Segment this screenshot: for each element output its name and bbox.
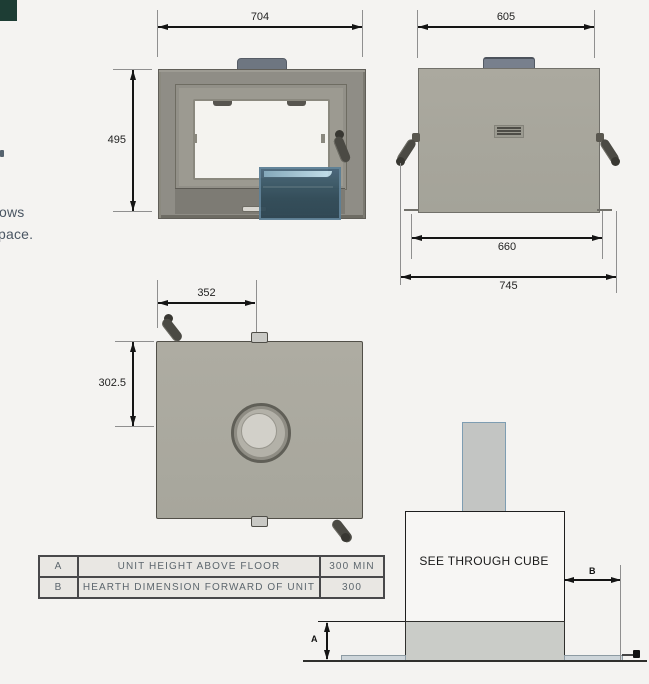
dim-front-width: 704 (250, 11, 270, 23)
extension-line (115, 426, 154, 427)
dim-rear-overall-width: 745 (499, 280, 518, 292)
dim-b-label: B (589, 566, 596, 576)
extension-line (602, 211, 603, 259)
door-glass (193, 99, 330, 180)
floor-end-dash (622, 654, 633, 656)
glass-latch (213, 101, 232, 106)
arrowhead-right (245, 300, 255, 306)
row-value: 300 MIN (319, 555, 385, 578)
hearth-base-block (405, 621, 565, 662)
extension-line (113, 69, 152, 70)
selection-overlay (259, 167, 341, 220)
latch-bracket-top (251, 332, 268, 343)
row-value: 300 (319, 576, 385, 599)
arrowhead-down (130, 416, 136, 426)
dimension-line (132, 342, 134, 426)
rear-handle-knob (611, 157, 620, 166)
dimension-line (158, 302, 255, 304)
hearth-strip-left (341, 655, 406, 662)
arrowhead-left (401, 274, 411, 280)
chimney-block (462, 422, 506, 513)
arrowhead-right (584, 24, 594, 30)
cube-outline (405, 511, 565, 623)
clearance-table: A UNIT HEIGHT ABOVE FLOOR 300 MIN B HEAR… (38, 555, 385, 599)
arrowhead-down (130, 201, 136, 211)
arrowhead-up (130, 342, 136, 352)
dim-top-width: 352 (197, 287, 216, 299)
extension-line (411, 214, 412, 259)
text-fragment-line1: ows (0, 204, 25, 220)
cube-title: SEE THROUGH CUBE (419, 554, 549, 568)
text-fragment-dot (0, 150, 4, 157)
dimension-line (564, 579, 621, 581)
base-flange-left (404, 209, 419, 211)
arrowhead-left (564, 577, 574, 583)
extension-line (594, 10, 595, 58)
dimension-line (418, 26, 594, 28)
extension-line (620, 565, 621, 660)
dimension-line (401, 276, 616, 278)
side-latch (321, 134, 325, 143)
dim-rear-base-width: 660 (497, 241, 517, 253)
handle-bracket (412, 133, 420, 142)
extension-line (256, 280, 257, 334)
floor-line (303, 660, 647, 662)
extension-line (400, 163, 401, 285)
arrowhead-up (130, 70, 136, 80)
row-ref: A (38, 555, 79, 578)
floor-end-marker (633, 650, 640, 658)
arrowhead-left (158, 300, 168, 306)
dimension-line (132, 70, 134, 211)
latch-bracket-bottom (251, 516, 268, 527)
arrowhead-right (606, 274, 616, 280)
extension-line (157, 10, 158, 57)
base-flange-right (597, 209, 612, 211)
dim-top-depth: 302.5 (98, 377, 126, 389)
row-ref: B (38, 576, 79, 599)
flue-opening-inner (241, 413, 277, 449)
dim-a-reference-line (318, 621, 405, 622)
overlay-band (263, 186, 333, 188)
dim-rear-top-width: 605 (496, 11, 516, 23)
arrowhead-left (158, 24, 168, 30)
plan-handle-knob (341, 533, 350, 542)
arrowhead-right (611, 577, 621, 583)
extension-line (113, 211, 152, 212)
row-description: UNIT HEIGHT ABOVE FLOOR (77, 555, 321, 578)
dimension-line (158, 26, 362, 28)
glass-latch (287, 101, 306, 106)
extension-line (616, 211, 617, 293)
extension-line (115, 341, 154, 342)
handle-bracket (596, 133, 604, 142)
text-fragment-line2: pace. (0, 226, 34, 242)
stove-rear-body (418, 68, 600, 213)
rear-handle-knob (396, 157, 405, 166)
overlay-highlight (264, 171, 332, 177)
arrowhead-up (324, 622, 330, 632)
extension-line (362, 10, 363, 57)
arrowhead-left (412, 235, 422, 241)
dim-front-height: 495 (107, 134, 126, 146)
dimension-line (412, 237, 602, 239)
hearth-strip-right (564, 655, 623, 662)
dimension-line (326, 623, 328, 659)
side-latch (193, 134, 197, 143)
row-description: HEARTH DIMENSION FORWARD OF UNIT (77, 576, 321, 599)
corner-swatch (0, 0, 17, 21)
dim-a-label: A (311, 634, 318, 644)
arrowhead-down (324, 650, 330, 660)
arrowhead-right (352, 24, 362, 30)
arrowhead-left (418, 24, 428, 30)
door-handle-knob (335, 130, 344, 139)
table-row: A UNIT HEIGHT ABOVE FLOOR 300 MIN (38, 555, 385, 578)
extension-line (417, 10, 418, 58)
vent-grille (494, 125, 524, 138)
extension-line (157, 280, 158, 328)
table-row: B HEARTH DIMENSION FORWARD OF UNIT 300 (38, 576, 385, 599)
arrowhead-right (592, 235, 602, 241)
